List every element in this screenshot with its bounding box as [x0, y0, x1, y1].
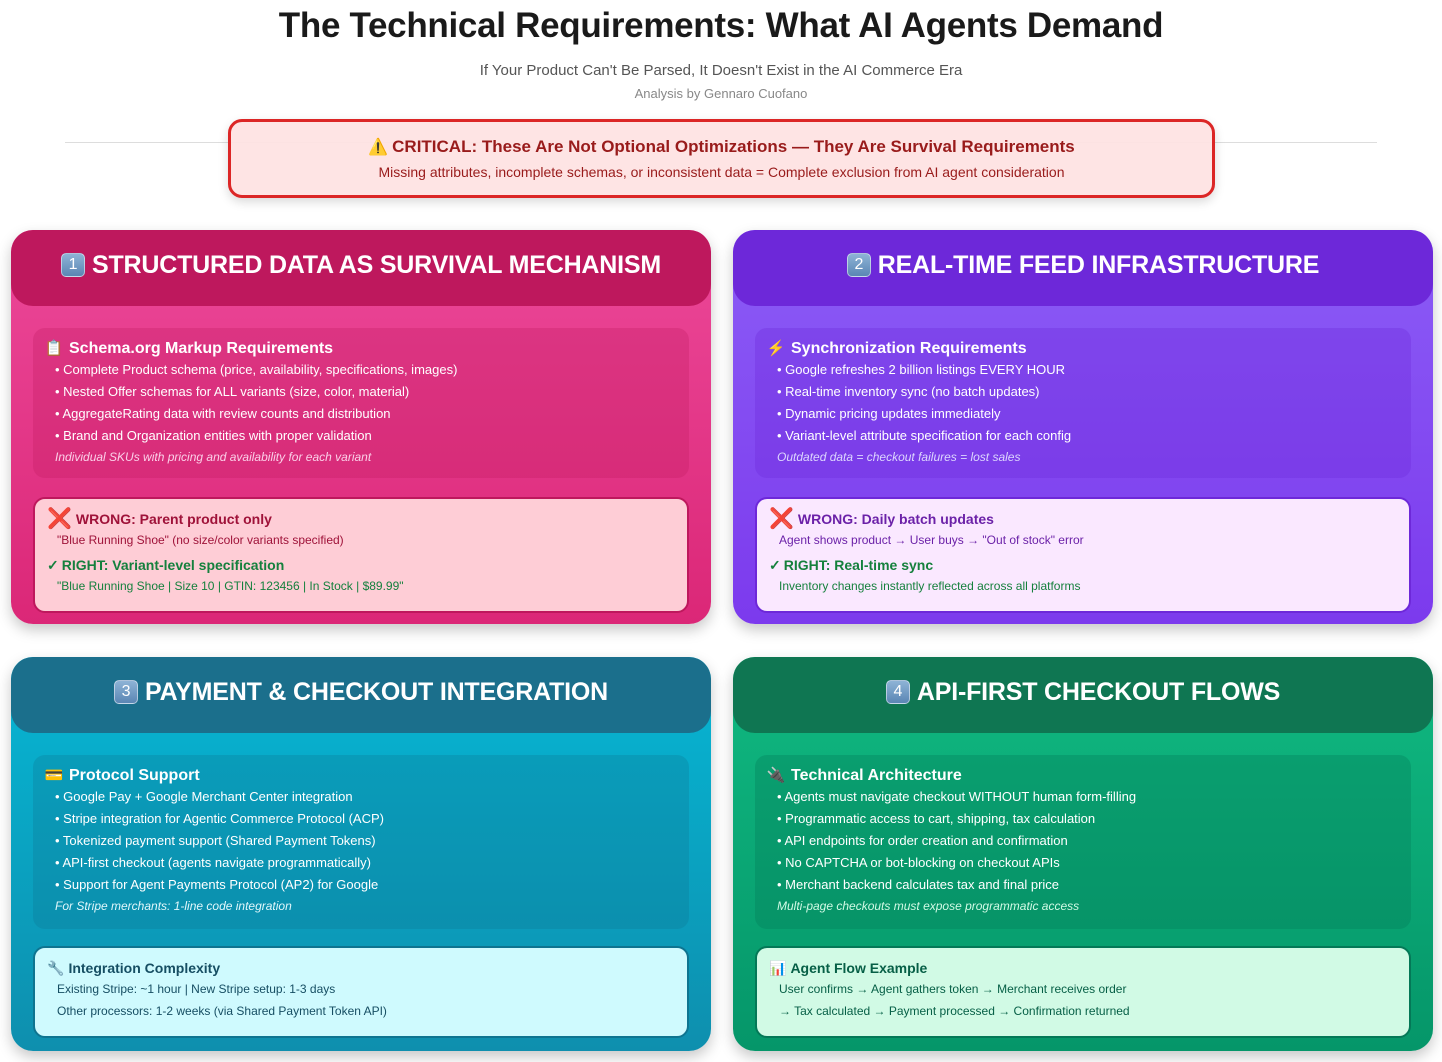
panel-note: Outdated data = checkout failures = lost… — [777, 450, 1021, 464]
checkmark-icon: ✓ — [769, 557, 781, 573]
panel-title: Protocol Support — [69, 767, 200, 784]
list-item: • Programmatic access to cart, shipping,… — [777, 811, 1096, 826]
wrong-detail: Agent shows product → User buys → "Out o… — [779, 533, 1084, 547]
requirements-panel: ⚡ Synchronization Requirements • Google … — [755, 328, 1411, 478]
right-title: RIGHT: Real-time sync — [783, 557, 934, 573]
requirements-panel: 📋 Schema.org Markup Requirements • Compl… — [33, 328, 689, 478]
agent-flow-box: 📊 Agent Flow Example User confirms → Age… — [755, 946, 1411, 1038]
panel-note: Multi-page checkouts must expose program… — [777, 899, 1080, 913]
panel-title: Synchronization Requirements — [791, 340, 1027, 357]
list-item: • API-first checkout (agents navigate pr… — [55, 855, 371, 870]
box-line: → Tax calculated → Payment processed → C… — [779, 1004, 1130, 1018]
cross-icon: ❌ — [47, 508, 72, 530]
card-structured-data: 1 STRUCTURED DATA AS SURVIVAL MECHANISM … — [11, 230, 711, 624]
wrong-title: WRONG: Daily batch updates — [797, 511, 994, 527]
box-title: Integration Complexity — [68, 960, 221, 976]
integration-box: 🔧 Integration Complexity Existing Stripe… — [33, 946, 689, 1038]
card-realtime-feed: 2 REAL-TIME FEED INFRASTRUCTURE ⚡ Synchr… — [733, 230, 1433, 624]
panel-note: Individual SKUs with pricing and availab… — [55, 450, 372, 464]
box-title: Agent Flow Example — [790, 960, 928, 976]
right-detail: Inventory changes instantly reflected ac… — [779, 579, 1081, 593]
list-item: • Stripe integration for Agentic Commerc… — [55, 811, 384, 826]
number-4-icon: 4 — [885, 680, 910, 704]
clipboard-icon: 📋 — [44, 340, 64, 357]
list-item: • API endpoints for order creation and c… — [777, 833, 1068, 848]
card-header: 1 STRUCTURED DATA AS SURVIVAL MECHANISM — [11, 230, 711, 306]
card-header: 4 API-FIRST CHECKOUT FLOWS — [733, 657, 1433, 733]
page-subtitle: If Your Product Can't Be Parsed, It Does… — [479, 62, 963, 79]
wrong-title: WRONG: Parent product only — [75, 511, 272, 527]
card-api-checkout: 4 API-FIRST CHECKOUT FLOWS 🔌 Technical A… — [733, 657, 1433, 1051]
critical-banner: ⚠️CRITICAL: These Are Not Optional Optim… — [228, 119, 1215, 198]
list-item: • Tokenized payment support (Shared Paym… — [55, 833, 376, 848]
bar-chart-icon: 📊 — [769, 960, 787, 976]
card-title: API-FIRST CHECKOUT FLOWS — [916, 678, 1281, 706]
protocol-panel: 💳 Protocol Support • Google Pay + Google… — [33, 755, 689, 929]
critical-title: CRITICAL: These Are Not Optional Optimiz… — [392, 137, 1075, 156]
list-item: • Nested Offer schemas for ALL variants … — [55, 384, 410, 399]
card-payment-checkout: 3 PAYMENT & CHECKOUT INTEGRATION 💳 Proto… — [11, 657, 711, 1051]
box-line: User confirms → Agent gathers token → Me… — [779, 982, 1127, 996]
list-item: • Real-time inventory sync (no batch upd… — [777, 384, 1040, 399]
number-3-icon: 3 — [114, 680, 138, 704]
number-1-icon: 1 — [60, 253, 85, 277]
header: The Technical Requirements: What AI Agen… — [0, 0, 1442, 102]
lightning-icon: ⚡ — [766, 340, 786, 357]
number-2-icon: 2 — [846, 253, 871, 277]
panel-note: For Stripe merchants: 1-line code integr… — [55, 899, 292, 913]
page-title: The Technical Requirements: What AI Agen… — [278, 6, 1164, 45]
right-detail: "Blue Running Shoe | Size 10 | GTIN: 123… — [57, 579, 404, 593]
checkmark-icon: ✓ — [47, 557, 59, 573]
author-credit: Analysis by Gennaro Cuofano — [634, 86, 808, 101]
list-item: • Google refreshes 2 billion listings EV… — [777, 362, 1066, 377]
wrong-right-box: ❌ WRONG: Daily batch updates Agent shows… — [755, 497, 1411, 613]
critical-subtitle: Missing attributes, incomplete schemas, … — [378, 164, 1065, 180]
list-item: • Complete Product schema (price, availa… — [55, 362, 458, 377]
list-item: • Agents must navigate checkout WITHOUT … — [777, 789, 1137, 804]
list-item: • Merchant backend calculates tax and fi… — [777, 877, 1060, 892]
list-item: • Dynamic pricing updates immediately — [777, 406, 1001, 421]
list-item: • Variant-level attribute specification … — [777, 428, 1072, 443]
panel-title: Schema.org Markup Requirements — [69, 340, 334, 357]
card-header: 2 REAL-TIME FEED INFRASTRUCTURE — [733, 230, 1433, 306]
list-item: • Brand and Organization entities with p… — [55, 428, 372, 443]
warning-icon: ⚠️ — [368, 139, 389, 156]
panel-title: Technical Architecture — [791, 767, 962, 784]
card-header: 3 PAYMENT & CHECKOUT INTEGRATION — [11, 657, 711, 733]
cross-icon: ❌ — [769, 508, 794, 530]
wrong-right-box: ❌ WRONG: Parent product only "Blue Runni… — [33, 497, 689, 613]
list-item: • Support for Agent Payments Protocol (A… — [55, 877, 379, 892]
card-title: STRUCTURED DATA AS SURVIVAL MECHANISM — [91, 251, 661, 279]
card-title: REAL-TIME FEED INFRASTRUCTURE — [877, 251, 1320, 279]
architecture-panel: 🔌 Technical Architecture • Agents must n… — [755, 755, 1411, 929]
list-item: • AggregateRating data with review count… — [55, 406, 391, 421]
list-item: • No CAPTCHA or bot-blocking on checkout… — [777, 855, 1060, 870]
credit-card-icon: 💳 — [44, 767, 64, 784]
right-title: RIGHT: Variant-level specification — [61, 557, 285, 573]
list-item: • Google Pay + Google Merchant Center in… — [55, 789, 353, 804]
box-line: Existing Stripe: ~1 hour | New Stripe se… — [57, 982, 336, 996]
wrong-detail: "Blue Running Shoe" (no size/color varia… — [57, 533, 344, 547]
wrench-icon: 🔧 — [47, 960, 65, 976]
card-title: PAYMENT & CHECKOUT INTEGRATION — [145, 678, 608, 706]
plug-icon: 🔌 — [766, 767, 786, 784]
box-line: Other processors: 1-2 weeks (via Shared … — [57, 1004, 387, 1018]
